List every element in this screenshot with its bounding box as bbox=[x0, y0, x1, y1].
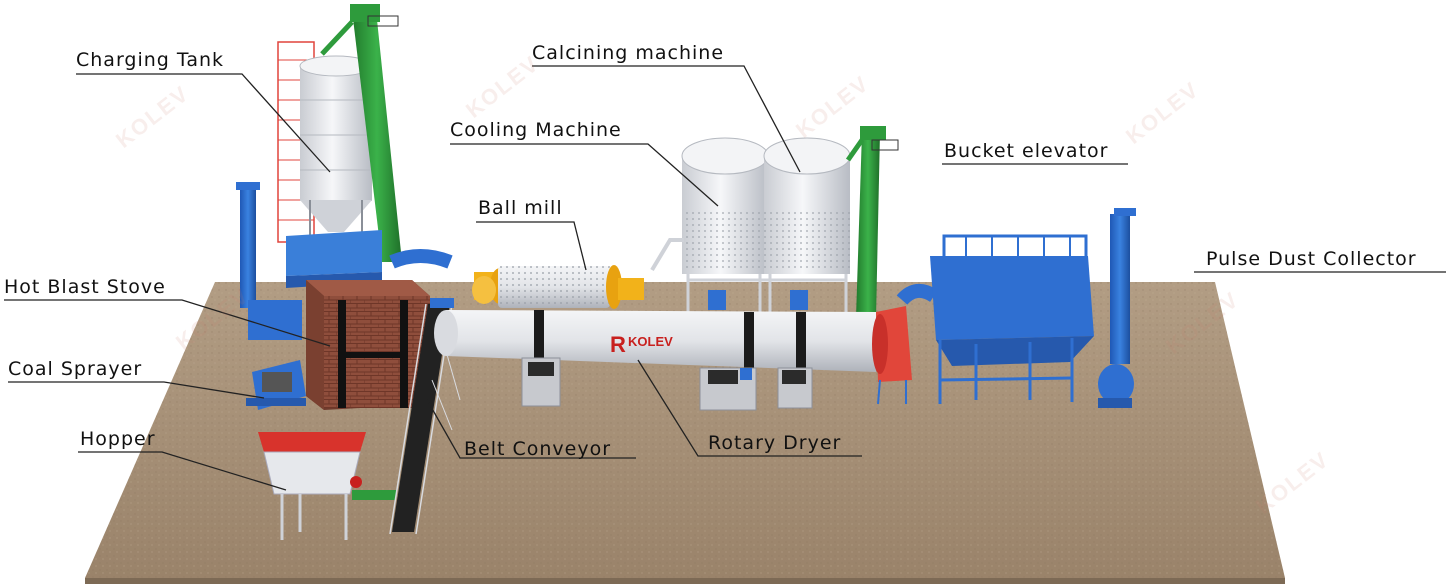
bucket-elevator-left bbox=[320, 4, 402, 262]
label-hopper: Hopper bbox=[80, 428, 156, 450]
label-ball-mill: Ball mill bbox=[478, 197, 563, 219]
label-hot-blast-stove: Hot Blast Stove bbox=[4, 276, 166, 298]
label-pulse-dust-collector: Pulse Dust Collector bbox=[1206, 248, 1417, 270]
bucket-elevator-right bbox=[845, 126, 899, 318]
charging-tank bbox=[277, 41, 373, 243]
coal-sprayer bbox=[246, 360, 306, 410]
leader-lines bbox=[4, 65, 1446, 491]
label-belt-conveyor: Belt Conveyor bbox=[464, 438, 612, 460]
label-bucket-elevator: Bucket elevator bbox=[944, 140, 1109, 162]
pulse-dust-collector bbox=[896, 208, 1136, 408]
ball-mill bbox=[472, 265, 644, 309]
hot-blast-stove bbox=[306, 280, 430, 410]
brand-logo-text: KOLEV bbox=[628, 334, 673, 349]
label-rotary-dryer: Rotary Dryer bbox=[708, 432, 842, 454]
rotary-dryer: R bbox=[434, 310, 876, 411]
calcining-cooling-tanks bbox=[650, 137, 851, 312]
label-coal-sprayer: Coal Sprayer bbox=[8, 358, 143, 380]
blue-cabinet bbox=[286, 230, 453, 288]
label-charging-tank: Charging Tank bbox=[76, 49, 225, 71]
belt-conveyor bbox=[389, 298, 461, 535]
hopper bbox=[258, 432, 396, 540]
exhaust-fan bbox=[872, 306, 912, 405]
chimney-left bbox=[236, 182, 302, 340]
label-calcining-machine: Calcining machine bbox=[532, 42, 725, 64]
kolev-logo-r: R bbox=[610, 332, 626, 357]
label-cooling-machine: Cooling Machine bbox=[450, 119, 622, 141]
